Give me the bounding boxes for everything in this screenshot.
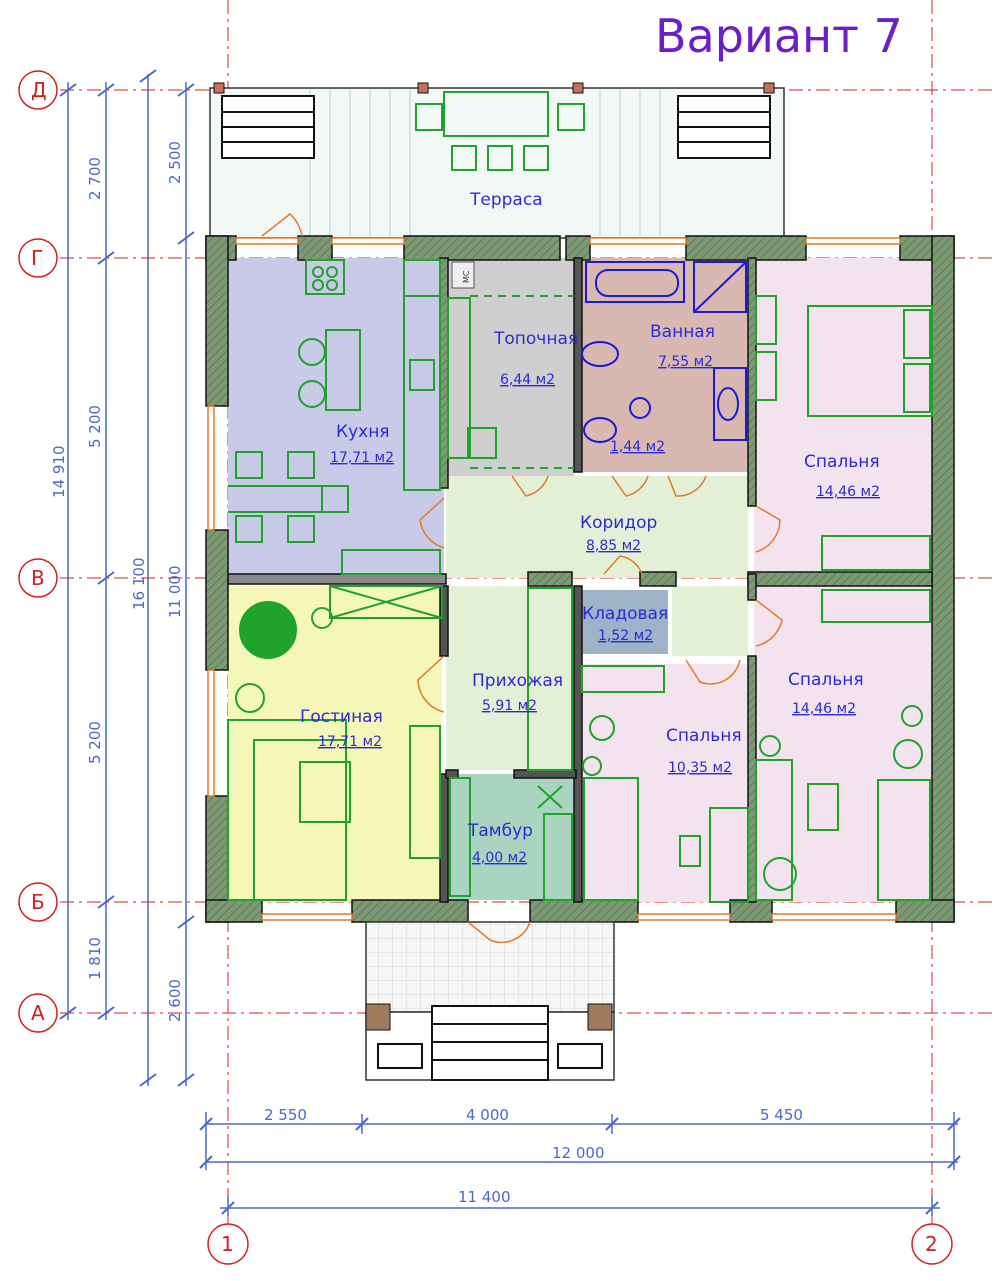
room-area-kitchen: 17,71 м2: [330, 450, 394, 466]
storage-shelves: [527, 587, 665, 771]
room-area-living: 17,71 м2: [318, 734, 382, 750]
dim-bottom-total: 12 000: [552, 1144, 605, 1162]
room-area-boiler: 6,44 м2: [500, 372, 555, 388]
room-corridor-fill: [446, 476, 748, 578]
boiler-furniture: [447, 295, 574, 469]
svg-text:2: 2: [925, 1232, 938, 1256]
room-name-boiler: Топочная: [493, 329, 578, 349]
room-labels: Кухня 17,71 м2 Топочная 6,44 м2 Ванная 7…: [300, 322, 880, 866]
dim-left-4: 1 810: [86, 937, 104, 980]
mc-label: МС: [462, 270, 471, 283]
room-name-corridor: Коридор: [580, 513, 657, 533]
windows: [207, 237, 901, 921]
axis-row-G: Г: [18, 238, 58, 278]
svg-text:1: 1: [221, 1232, 234, 1256]
room-corridor2-fill: [672, 586, 748, 656]
svg-text:А: А: [31, 1001, 45, 1025]
room-name-bed3: Спальня: [666, 726, 742, 746]
axis-col-1: 1: [207, 1223, 249, 1265]
dim-right-2: 11 000: [166, 566, 184, 619]
bath-fixtures: [581, 261, 747, 443]
room-name-bed2: Спальня: [788, 670, 864, 690]
dim-bottom-1: 2 550: [264, 1106, 307, 1124]
room-area-storage: 1,52 м2: [598, 628, 653, 644]
dim-right-3: 2 600: [166, 979, 184, 1022]
room-hall-fill: [446, 586, 576, 770]
dim-bottom-2: 4 000: [466, 1106, 509, 1124]
room-area-corridor: 8,85 м2: [586, 538, 641, 554]
room-name-kitchen: Кухня: [336, 422, 390, 442]
room-area-bed2: 14,46 м2: [792, 701, 856, 717]
terrace-label: Терраса: [469, 190, 543, 210]
axis-row-D: Д: [18, 70, 58, 110]
dim-left-2: 5 200: [86, 405, 104, 448]
terrace: Терраса: [209, 82, 785, 239]
room-boiler-fill: [446, 258, 574, 476]
vestibule-furniture: [449, 777, 573, 901]
svg-text:Б: Б: [31, 890, 45, 914]
dim-mid-total: 16 100: [130, 558, 148, 611]
terrace-steps-left: [221, 95, 315, 159]
room-area-bed3: 10,35 м2: [668, 760, 732, 776]
room-name-bed1: Спальня: [804, 452, 880, 472]
bedroom3-furniture: [583, 777, 749, 903]
mc-box: [451, 261, 475, 289]
dim-right-1: 2 500: [166, 141, 184, 184]
plants: [582, 705, 923, 891]
room-name-vestibule: Тамбур: [467, 821, 533, 841]
room-area-wc: 1,44 м2: [610, 439, 665, 455]
dimension-lines: [59, 69, 961, 1216]
svg-text:Д: Д: [31, 78, 47, 102]
room-area-vestibule: 4,00 м2: [472, 850, 527, 866]
terrace-table-set: [415, 91, 585, 171]
room-area-bath: 7,55 м2: [658, 354, 713, 370]
room-name-hall: Прихожая: [472, 671, 563, 691]
dim-left-total: 14 910: [50, 446, 68, 499]
kitchen-furniture: [228, 259, 441, 575]
room-name-bath: Ванная: [650, 322, 715, 342]
axis-row-V: В: [18, 558, 58, 598]
axis-row-A: А: [18, 993, 58, 1033]
furniture: [227, 259, 933, 903]
dim-bottom-3: 5 450: [760, 1106, 803, 1124]
axis-col-2: 2: [911, 1223, 953, 1265]
room-name-living: Гостиная: [300, 707, 383, 727]
room-bed2-fill: [754, 586, 932, 902]
bedroom1-furniture: [755, 295, 933, 571]
dimension-texts: 2 700 5 200 5 200 1 810 14 910 16 100 2 …: [50, 141, 803, 1206]
room-kitchen-fill: [228, 258, 444, 574]
room-name-storage: Кладовая: [582, 604, 668, 624]
dim-left-1: 2 700: [86, 157, 104, 200]
dim-left-3: 5 200: [86, 721, 104, 764]
plan-title: Вариант 7: [655, 9, 903, 63]
doors: [261, 213, 783, 944]
axis-row-B: Б: [18, 882, 58, 922]
bedroom2-furniture: [755, 589, 931, 901]
svg-text:Г: Г: [31, 246, 43, 270]
room-area-bed1: 14,46 м2: [816, 484, 880, 500]
svg-text:В: В: [31, 566, 45, 590]
living-furniture: [227, 585, 443, 901]
walls: [205, 235, 955, 923]
dim-bottom-axes: 11 400: [458, 1188, 511, 1206]
porch: [365, 921, 615, 1081]
room-area-hall: 5,91 м2: [482, 698, 537, 714]
room-storage-fill: [582, 590, 668, 654]
axis-markers: Д Г В Б А 1 2: [18, 70, 953, 1265]
room-bed3-fill: [582, 664, 748, 902]
terrace-steps-right: [677, 95, 771, 159]
